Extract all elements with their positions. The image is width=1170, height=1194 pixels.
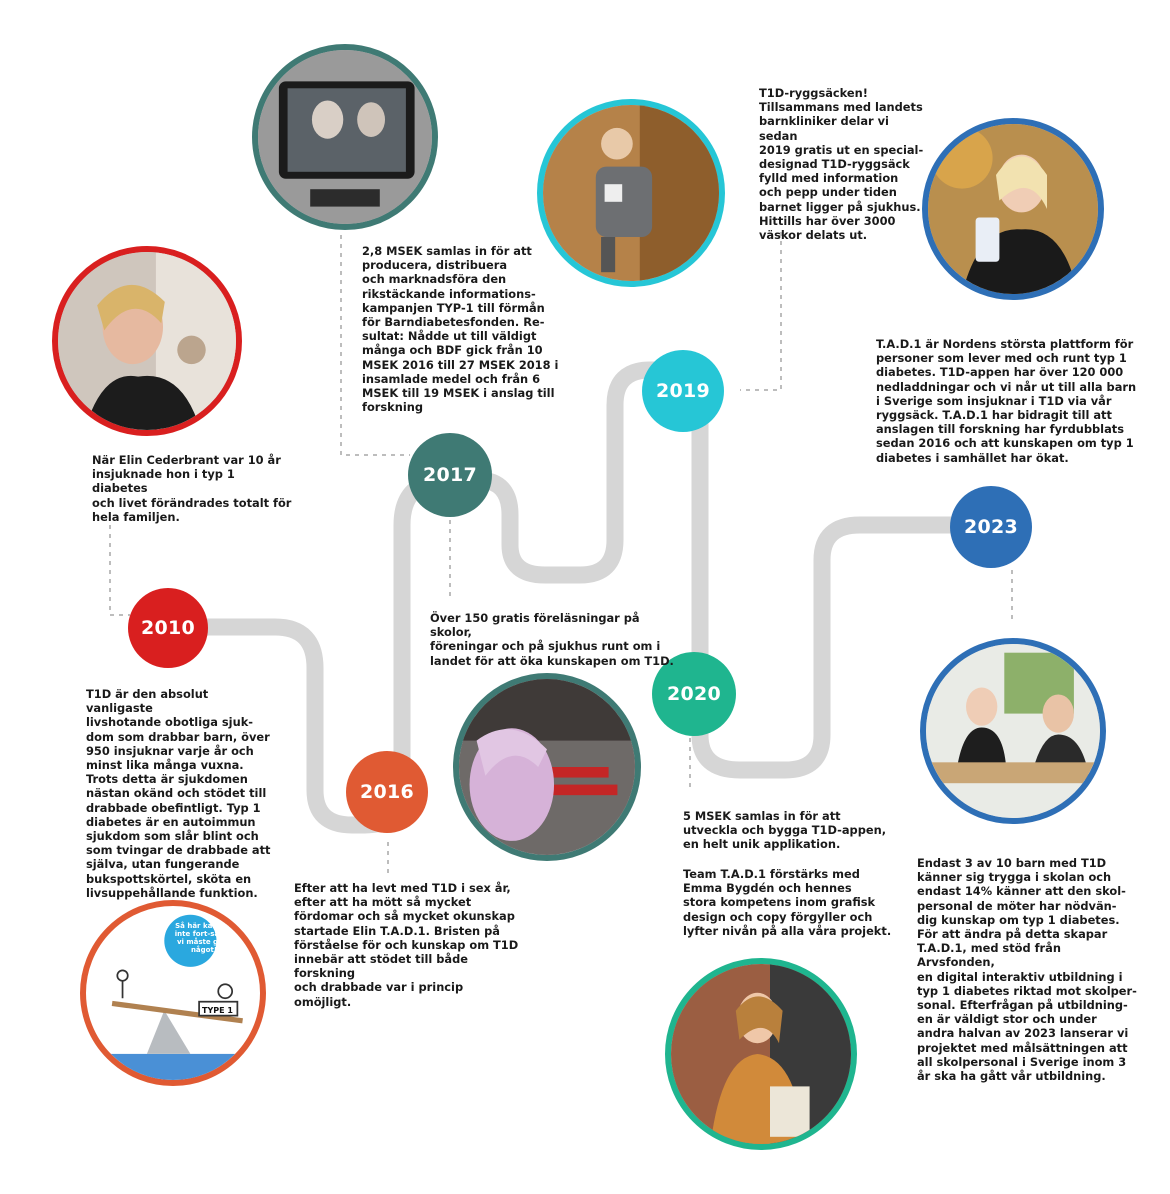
year-2019-badge: 2019 — [642, 350, 724, 432]
text-platform: T.A.D.1 är Nordens största plattform för… — [876, 337, 1137, 465]
year-2010-badge: 2010 — [128, 588, 208, 668]
illustration-speech-bubble: Så här kan det inte fort-sätta, vi måste… — [174, 922, 234, 954]
text-2023-school: Endast 3 av 10 barn med T1D känner sig t… — [917, 856, 1137, 1084]
road-path — [151, 361, 999, 834]
text-2017-msek: 2,8 MSEK samlas in för att producera, di… — [362, 244, 559, 415]
year-2020-badge: 2020 — [652, 652, 736, 736]
text-2016-tad-start: Efter att ha levt med T1D i sex år, efte… — [294, 881, 519, 1009]
text-lectures: Över 150 gratis föreläsningar på skolor,… — [430, 611, 674, 668]
photo-tablet-campaign — [252, 44, 438, 230]
photo-lecture-selfie — [453, 673, 641, 861]
year-2017-badge: 2017 — [408, 433, 492, 517]
text-2010-t1d: T1D är den absolut vanligaste livshotand… — [86, 687, 271, 900]
illustration-seesaw: Så här kan det inte fort-sätta, vi måste… — [80, 900, 266, 1086]
photo-backpack-child — [537, 99, 725, 287]
year-2016-badge: 2016 — [346, 751, 428, 833]
year-2023-badge: 2023 — [950, 486, 1032, 568]
photo-classroom — [920, 638, 1106, 824]
photo-app-founder — [922, 118, 1104, 300]
text-2020-app: 5 MSEK samlas in för att utveckla och by… — [683, 809, 887, 852]
text-2019-backpack: T1D-ryggsäcken! Tillsammans med landets … — [759, 86, 924, 243]
illustration-type1-label: TYPE 1 — [202, 1006, 233, 1015]
text-elin-intro: När Elin Cederbrant var 10 år insjuknade… — [92, 453, 292, 524]
photo-elin-child — [52, 246, 242, 436]
connector-lines — [109, 232, 1013, 878]
photo-emma-tote — [665, 958, 857, 1150]
text-2020-team: Team T.A.D.1 förstärks med Emma Bygdén o… — [683, 867, 892, 938]
